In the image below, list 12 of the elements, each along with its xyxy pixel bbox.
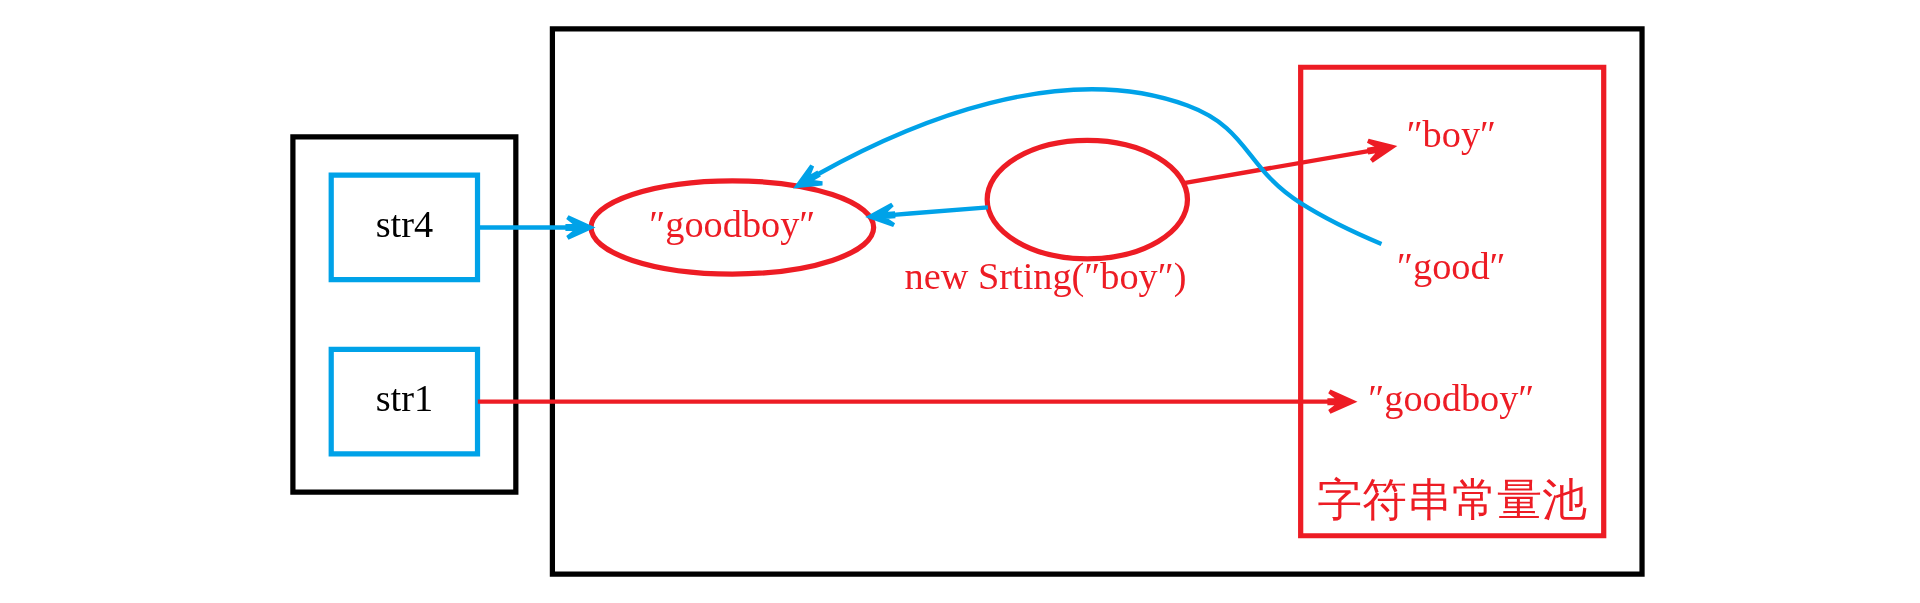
node-label: new Srting(″boy″) [904,255,1186,298]
node-ellipse: ″goodboy″ [587,178,876,277]
arrow [867,202,988,228]
node-box: str1 [328,346,480,457]
node-text: ″good″ [1396,245,1506,288]
cluster [289,134,518,495]
cluster [549,26,1645,577]
node-text: ″boy″ [1406,112,1496,155]
arrow [794,87,1382,246]
node-box: str4 [328,172,480,283]
node-text: ″goodboy″ [1367,377,1534,420]
node-ellipse [984,137,1190,262]
